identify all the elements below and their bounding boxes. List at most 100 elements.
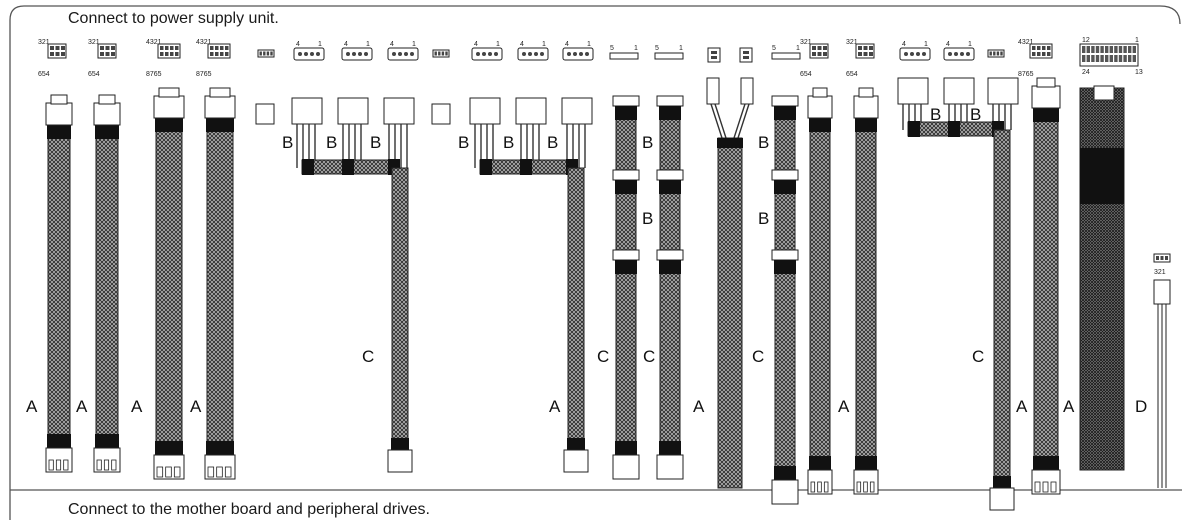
pin-label: 321: [846, 39, 858, 46]
cable-a-3: [153, 87, 185, 480]
cable-sleeve: [615, 104, 637, 456]
cable-label-a: A: [131, 397, 143, 416]
psu-connector-2pin: [707, 47, 721, 63]
sata-plug: [771, 249, 799, 261]
heatshrink-top: [206, 118, 234, 132]
pin-label: 5: [655, 45, 659, 52]
pin-label: 1: [924, 41, 928, 48]
cable-label-a: A: [26, 397, 38, 416]
psu-connector-4pin: [987, 49, 1005, 58]
segment-label-b: B: [547, 133, 558, 152]
fan-plug: [1153, 279, 1171, 305]
heatshrink: [615, 260, 637, 274]
sata-plug: [612, 249, 640, 261]
plug-top: [853, 95, 879, 119]
cable-label-c: C: [972, 347, 984, 366]
heatshrink: [615, 106, 637, 120]
pin-label: 1: [496, 41, 500, 48]
cable-sleeve: [47, 124, 71, 449]
heatshrink-bottom: [95, 434, 119, 448]
heatshrink-bottom: [1033, 456, 1059, 470]
heatshrink: [302, 159, 314, 175]
plug-bottom: [387, 449, 413, 473]
cable-label-a: A: [1063, 397, 1075, 416]
trunk-sleeve: [567, 167, 585, 451]
plug-latch-top: [209, 87, 231, 98]
segment-label-b: B: [758, 209, 769, 228]
plug-top: [204, 95, 236, 119]
plug-pin: [863, 481, 868, 493]
segment-label-b: B: [503, 133, 514, 152]
cable-c-peripheral: [897, 77, 1019, 511]
cable-c-sata-2: [656, 95, 684, 480]
cable-sleeve: [717, 137, 743, 489]
heatshrink: [659, 441, 681, 455]
heatshrink-top: [155, 118, 183, 132]
heatshrink: [615, 441, 637, 455]
heatshrink: [993, 476, 1011, 488]
segment-label-b: B: [642, 209, 653, 228]
heatshrink-top: [809, 118, 831, 132]
cable-a-14: [1031, 77, 1061, 495]
psu-connector-8pin: 4321 8765: [196, 39, 231, 78]
split-wires: [710, 103, 750, 139]
pin-label: 4321: [196, 39, 212, 46]
segment-label-b: B: [758, 133, 769, 152]
sata-plug: [771, 95, 799, 107]
heatshrink: [774, 466, 796, 480]
pin-label: 13: [1135, 69, 1143, 76]
pin-label: 4: [902, 41, 906, 48]
cable-label-a: A: [838, 397, 850, 416]
plug-pin: [156, 466, 164, 478]
pin-label: 4: [390, 41, 394, 48]
pin-label: 1: [412, 41, 416, 48]
molex-plug: [383, 97, 415, 125]
molex-plug: [897, 77, 929, 105]
plug-pin: [224, 466, 232, 478]
pin-label: 8765: [196, 71, 212, 78]
heatshrink: [567, 438, 585, 450]
plug-pin: [823, 481, 829, 493]
sata-plug: [612, 95, 640, 107]
plug-latch-top: [158, 87, 180, 98]
cable-sleeve: [155, 117, 183, 456]
cable-a-4: [204, 87, 236, 480]
aux-4pin-plug: [431, 103, 451, 125]
cable-sleeve: [659, 104, 681, 456]
heatshrink: [774, 260, 796, 274]
plug-pin: [1050, 481, 1057, 493]
bottom-caption: Connect to the mother board and peripher…: [68, 501, 430, 518]
plug-pin: [1042, 481, 1049, 493]
plug-pin: [810, 481, 816, 493]
trunk-sleeve: [993, 129, 1011, 489]
plug-pin: [1034, 481, 1041, 493]
plug-latch-top: [98, 94, 116, 105]
heatshrink: [520, 159, 532, 175]
heatshrink: [908, 121, 920, 137]
pin-label: 5: [610, 45, 614, 52]
sata-plug: [771, 169, 799, 181]
pin-label: 654: [38, 71, 50, 78]
outer-frame: [9, 5, 1181, 520]
heatshrink-top: [855, 118, 877, 132]
segment-label-b: B: [970, 105, 981, 124]
pin-label: 4: [344, 41, 348, 48]
molex-plug: [291, 97, 323, 125]
cable-a-12: [853, 87, 879, 495]
pin-label: 12: [1082, 37, 1090, 44]
pin-label: 4: [474, 41, 478, 48]
cable-a-molex-2: [469, 97, 593, 473]
molex-plug: [561, 97, 593, 125]
heatshrink: [1080, 148, 1124, 204]
pin-label: 8765: [1018, 71, 1034, 78]
